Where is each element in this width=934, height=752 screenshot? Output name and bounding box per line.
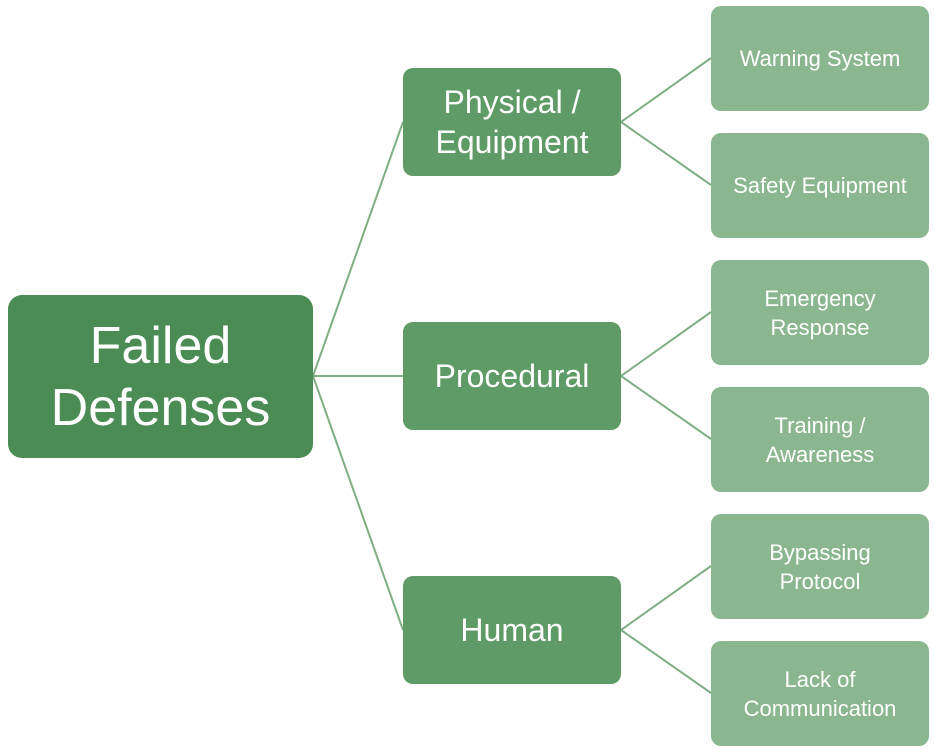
connector-root-physical xyxy=(312,121,404,377)
connector-root-human xyxy=(312,375,404,631)
connector-human-communication xyxy=(620,629,712,694)
connector-physical-warning xyxy=(620,57,712,123)
leaf-node-label: Bypassing Protocol xyxy=(769,539,871,594)
root-node-failed-defenses: Failed Defenses xyxy=(8,295,313,458)
connector-human-bypassing xyxy=(620,565,712,631)
leaf-node-bypassing-protocol: Bypassing Protocol xyxy=(711,514,929,619)
category-node-human: Human xyxy=(403,576,621,684)
leaf-node-emergency-response: Emergency Response xyxy=(711,260,929,365)
leaf-node-training-awareness: Training / Awareness xyxy=(711,387,929,492)
category-node-label: Human xyxy=(460,612,564,648)
leaf-node-label: Lack of Communication xyxy=(743,666,897,721)
leaf-node-warning-system: Warning System xyxy=(711,6,929,111)
leaf-node-label: Safety Equipment xyxy=(733,173,907,198)
leaf-node-label: Emergency Response xyxy=(764,285,876,340)
leaf-node-label: Warning System xyxy=(739,46,901,71)
leaf-node-label: Training / Awareness xyxy=(765,412,875,467)
category-node-label: Physical / Equipment xyxy=(435,84,589,160)
connector-procedural-training xyxy=(620,375,712,440)
category-node-physical-equipment: Physical / Equipment xyxy=(403,68,621,176)
category-node-procedural: Procedural xyxy=(403,322,621,430)
leaf-node-lack-of-communication: Lack of Communication xyxy=(711,641,929,746)
connector-procedural-emergency xyxy=(620,311,712,377)
category-node-label: Procedural xyxy=(434,358,590,394)
connector-physical-safety xyxy=(620,121,712,186)
leaf-node-safety-equipment: Safety Equipment xyxy=(711,133,929,238)
root-node-label: Failed Defenses xyxy=(50,316,271,437)
